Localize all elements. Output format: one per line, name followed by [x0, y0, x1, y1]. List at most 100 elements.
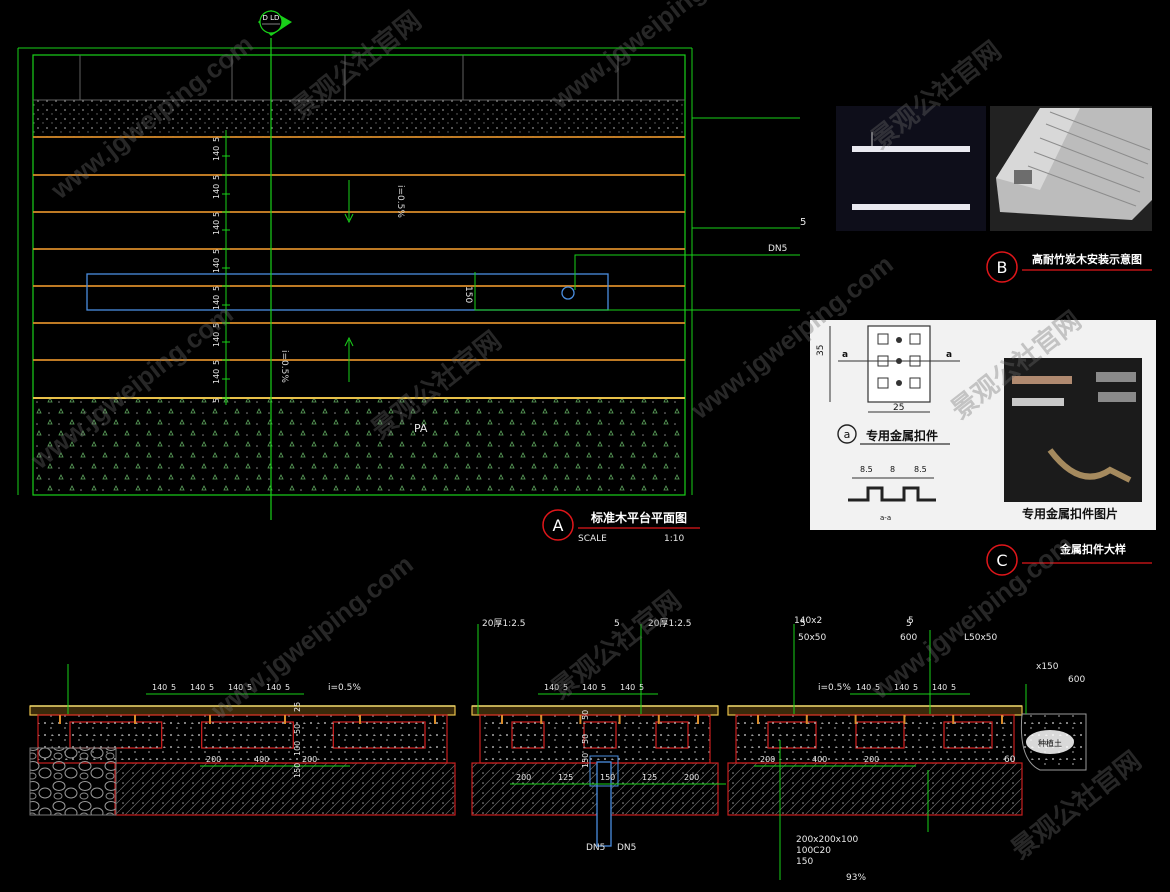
- plan-scale-label: SCALE: [578, 534, 607, 544]
- watermark-text: www.jgweiping.com: [864, 529, 1078, 706]
- plan-vdim-label: 140: [212, 332, 221, 347]
- section-dim-label: 400: [254, 755, 269, 764]
- section-dim-label: 140: [228, 683, 243, 692]
- section-top-label: 5: [906, 619, 912, 629]
- section-dim-label: 5: [171, 683, 176, 692]
- section-dim-label: 5: [209, 683, 214, 692]
- badge-b: [986, 251, 1018, 283]
- section-dim-label: 5: [563, 683, 568, 692]
- section-dim-label: 5: [875, 683, 880, 692]
- section-dim-label: 5: [247, 683, 252, 692]
- plan-title: 标准木平台平面图: [590, 510, 687, 525]
- detail-c-title: 金属扣件大样: [1059, 542, 1126, 556]
- section-deck: [471, 705, 719, 716]
- section-concrete: [479, 714, 711, 764]
- plan-vdim-label: 5: [212, 249, 221, 254]
- plan-vdim-label: 140: [212, 146, 221, 161]
- plan-vdim-label: 140: [212, 220, 221, 235]
- clip-dim-label: 8.5: [860, 465, 873, 474]
- section-concrete: [735, 714, 1015, 764]
- plan-scale-value: 1:10: [664, 534, 684, 544]
- badge-c-letter: C: [996, 551, 1007, 570]
- clip-badge: [837, 424, 857, 444]
- plan-vdim-label: 5: [212, 137, 221, 142]
- plan-frame: [32, 54, 686, 496]
- section-dim-label: 140: [266, 683, 281, 692]
- clip-dim-label: 8: [890, 465, 895, 474]
- plan-vdim-label: 140: [212, 184, 221, 199]
- section-note: 150: [796, 857, 813, 867]
- plan-vdim-label: 5: [212, 175, 221, 180]
- section-gravel: [727, 762, 1023, 816]
- section-dim-label: 150: [600, 773, 615, 782]
- section-dim-label: 200: [206, 755, 221, 764]
- drain-outlet-icon: [561, 286, 575, 300]
- section-dim-label: 140: [152, 683, 167, 692]
- watermark-text: www.jgweiping.com: [544, 0, 758, 115]
- plan-vdim-label: 5: [212, 360, 221, 365]
- section-top-note: 50x50: [798, 633, 827, 643]
- section-view: DN5 60 种植土 i=0.5% i=0.5% 20厚1:2.5 5 20厚1:2…: [29, 616, 1087, 883]
- clip-photo-caption: 专用金属扣件图片: [1022, 506, 1118, 521]
- plan-fill-label: PA: [414, 422, 428, 435]
- section-dim-label: 140: [620, 683, 635, 692]
- section-end-dim: 60: [1004, 755, 1016, 765]
- plan-boards: [33, 136, 685, 399]
- section-drain-bottom: DN5: [617, 843, 636, 853]
- clip-label: 专用金属扣件: [866, 428, 938, 443]
- clip-dim-label: 8.5: [914, 465, 927, 474]
- section-slope-left: i=0.5%: [328, 683, 361, 693]
- section-top-note: L50x50: [964, 633, 998, 643]
- badge-b-letter: B: [997, 258, 1008, 277]
- section-dim-label: 125: [558, 773, 573, 782]
- clip-dims: 8.5 8 8.5: [852, 465, 934, 479]
- plan-slope-bottom: i=0.5%: [279, 350, 289, 383]
- clip-sec-a-right: a: [946, 350, 952, 360]
- axis-marker: D LD: [258, 10, 292, 36]
- section-vdim-label: 25: [293, 702, 302, 712]
- section-vdim-label: 100: [293, 741, 302, 756]
- section-dim-label: 140: [932, 683, 947, 692]
- plan-gravel-strip: [33, 100, 685, 137]
- clip-dim-35: 35: [816, 345, 826, 356]
- section-dim-label: 5: [913, 683, 918, 692]
- section-dim-label: 140: [190, 683, 205, 692]
- section-dim-label: 5: [951, 683, 956, 692]
- section-dim-label: 140: [582, 683, 597, 692]
- section-vdim-label: 50: [581, 734, 590, 744]
- plan-title-block: A 标准木平台平面图 SCALE 1:10: [542, 509, 700, 544]
- plan-vdim-label: 5: [212, 286, 221, 291]
- plan-slope-top: i=0.5%: [395, 185, 405, 218]
- clip-sec-label: a-a: [880, 514, 891, 522]
- soil-mound-label: 种植土: [1038, 738, 1062, 748]
- watermark-text: www.jgweiping.com: [204, 549, 418, 726]
- section-dim-label: 5: [285, 683, 290, 692]
- clip-dim-25: 25: [893, 403, 904, 413]
- drain-channel: [86, 273, 609, 311]
- section-dim-label: 200: [684, 773, 699, 782]
- section-slope-right: i=0.5%: [818, 683, 851, 693]
- plan-vdim-label: 5: [212, 212, 221, 217]
- clip-badge-letter: a: [844, 428, 851, 441]
- section-top-label: 5: [614, 619, 620, 629]
- badge-c: [986, 544, 1018, 576]
- plan-view: i=0.5% i=0.5% PA 150 5 DN5 5140514051405…: [17, 38, 806, 520]
- section-top-label: 20厚1:2.5: [648, 618, 692, 629]
- section-top-note: 5: [908, 616, 914, 626]
- section-gravel: [471, 762, 719, 816]
- plan-vdim-label: 5: [212, 398, 221, 403]
- watermark-text: 景观公社官网: [545, 585, 686, 705]
- section-dim-label: 140: [894, 683, 909, 692]
- section-note: 100C20: [796, 846, 831, 856]
- detail-b-photo-left: [836, 106, 986, 231]
- section-top-label: 20厚1:2.5: [482, 618, 526, 629]
- section-top-note: 600: [1068, 675, 1085, 685]
- section-note: 93%: [846, 873, 866, 883]
- section-dim-label: 140: [856, 683, 871, 692]
- badge-a-letter: A: [553, 516, 564, 535]
- plan-vdim-label: 140: [212, 295, 221, 310]
- section-dim-label: 200: [302, 755, 317, 764]
- section-note: DN5: [586, 843, 605, 853]
- plan-vdim-label: 5: [212, 323, 221, 328]
